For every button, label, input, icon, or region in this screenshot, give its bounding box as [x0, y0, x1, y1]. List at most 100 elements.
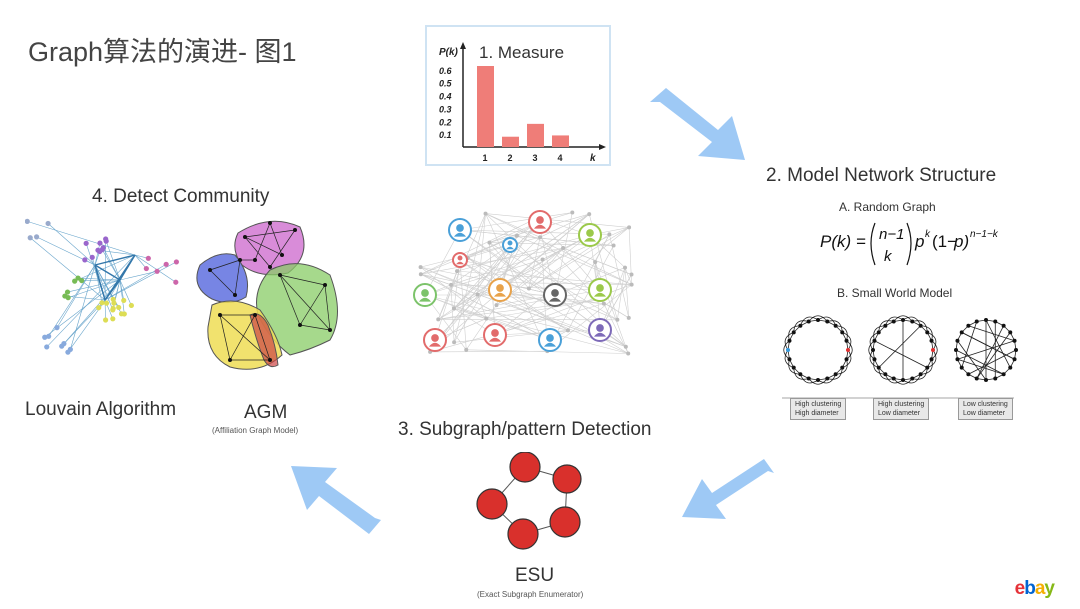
louvain-node	[79, 277, 85, 284]
ring-node	[787, 357, 792, 362]
esu-node	[507, 518, 539, 550]
ring-node	[1001, 372, 1006, 377]
louvain-edges	[27, 221, 177, 353]
esu-node	[549, 506, 581, 538]
ring-node	[901, 318, 905, 322]
agm-full-label: (Affiliation Graph Model)	[212, 426, 299, 435]
person-icon	[593, 332, 607, 337]
ring-node	[918, 372, 923, 377]
ring-node	[806, 319, 811, 324]
x-tick-label: 1	[483, 153, 488, 163]
random-graph-formula: P(k) = n−1 k p k (1− p) n−1−k	[820, 222, 999, 266]
logo-letter: a	[1034, 578, 1046, 599]
person-icon	[421, 289, 429, 297]
ring-node	[954, 348, 958, 352]
network-dot	[607, 232, 612, 237]
ring-node	[918, 323, 923, 328]
svg-text:k: k	[884, 248, 893, 265]
x-tick-label: 4	[558, 153, 563, 163]
louvain-node	[163, 261, 169, 267]
louvain-node	[103, 238, 109, 244]
person-icon	[488, 337, 502, 342]
network-dot	[483, 211, 488, 216]
louvain-node	[110, 305, 116, 312]
x-tick-label: 3	[533, 153, 538, 163]
ring-node	[891, 319, 896, 324]
ring-node	[791, 330, 796, 335]
ring-node	[816, 378, 820, 382]
small-world-ring	[955, 319, 1017, 381]
network-dot	[464, 347, 469, 352]
ring-node	[1012, 357, 1017, 362]
bar	[477, 66, 494, 147]
network-dot	[626, 315, 631, 320]
network-dot	[452, 306, 457, 311]
flow-arrow	[682, 459, 774, 519]
network-dot	[611, 243, 616, 248]
x-axis-label: k	[590, 153, 596, 164]
ring-node	[806, 376, 811, 381]
bar	[552, 135, 569, 147]
ring-node	[931, 348, 935, 352]
network-dot	[540, 257, 545, 262]
logo-letter: b	[1024, 578, 1036, 599]
network-dot	[615, 317, 620, 322]
agm-label: AGM	[244, 402, 288, 423]
ring-node	[984, 378, 988, 382]
ring-node	[966, 323, 971, 328]
x-tick-label: 2	[508, 153, 513, 163]
ring-node	[872, 357, 877, 362]
network-dot	[626, 351, 631, 356]
ring-node	[825, 376, 830, 381]
random-graph-label: A. Random Graph	[839, 200, 936, 214]
model-box-random: Low clustering Low diameter	[958, 398, 1013, 420]
ring-node	[891, 376, 896, 381]
person-icon	[546, 334, 554, 342]
louvain-node	[118, 311, 125, 317]
louvain-node	[67, 346, 73, 352]
ring-node	[876, 365, 881, 370]
ring-node	[825, 319, 830, 324]
ring-node	[876, 330, 881, 335]
person-icon	[453, 232, 467, 237]
louvain-node	[128, 302, 134, 309]
subgraph-heading: 3. Subgraph/pattern Detection	[398, 419, 652, 440]
network-dot	[452, 340, 457, 345]
esu-full-label: (Exact Subgraph Enumerator)	[477, 590, 584, 599]
louvain-node	[72, 278, 78, 284]
small-world-diagrams	[782, 315, 1018, 399]
louvain-node	[42, 334, 48, 340]
louvain-node	[44, 344, 50, 350]
network-dot	[623, 344, 628, 349]
ring-node	[872, 338, 877, 343]
small-world-label: B. Small World Model	[837, 286, 953, 300]
ring-node	[1008, 330, 1013, 335]
ring-node	[955, 357, 960, 362]
ring-node	[974, 319, 979, 324]
svg-text:p: p	[914, 232, 924, 251]
ring-node	[871, 348, 875, 352]
bar	[502, 136, 519, 147]
network-dot	[487, 240, 492, 245]
louvain-node	[64, 289, 71, 295]
ring-node	[786, 348, 790, 352]
louvain-node	[27, 235, 33, 241]
louvain-graph	[25, 218, 180, 355]
y-tick-label: 0.4	[439, 92, 452, 102]
model-box-regular: High clustering High diameter	[790, 398, 847, 420]
ring-node	[993, 376, 998, 381]
small-world-ring	[868, 315, 938, 385]
arrow-model-to-subgraph	[682, 459, 774, 519]
person-icon	[548, 297, 562, 302]
person-icon	[496, 284, 504, 292]
y-tick-label: 0.5	[439, 79, 453, 89]
ring-node	[816, 318, 820, 322]
community-heading: 4. Detect Community	[92, 186, 270, 207]
y-tick-label: 0.1	[439, 130, 452, 140]
ring-node	[840, 365, 845, 370]
ring-node	[787, 338, 792, 343]
louvain-node	[102, 317, 109, 323]
person-icon	[583, 237, 597, 242]
ring-node	[925, 330, 930, 335]
